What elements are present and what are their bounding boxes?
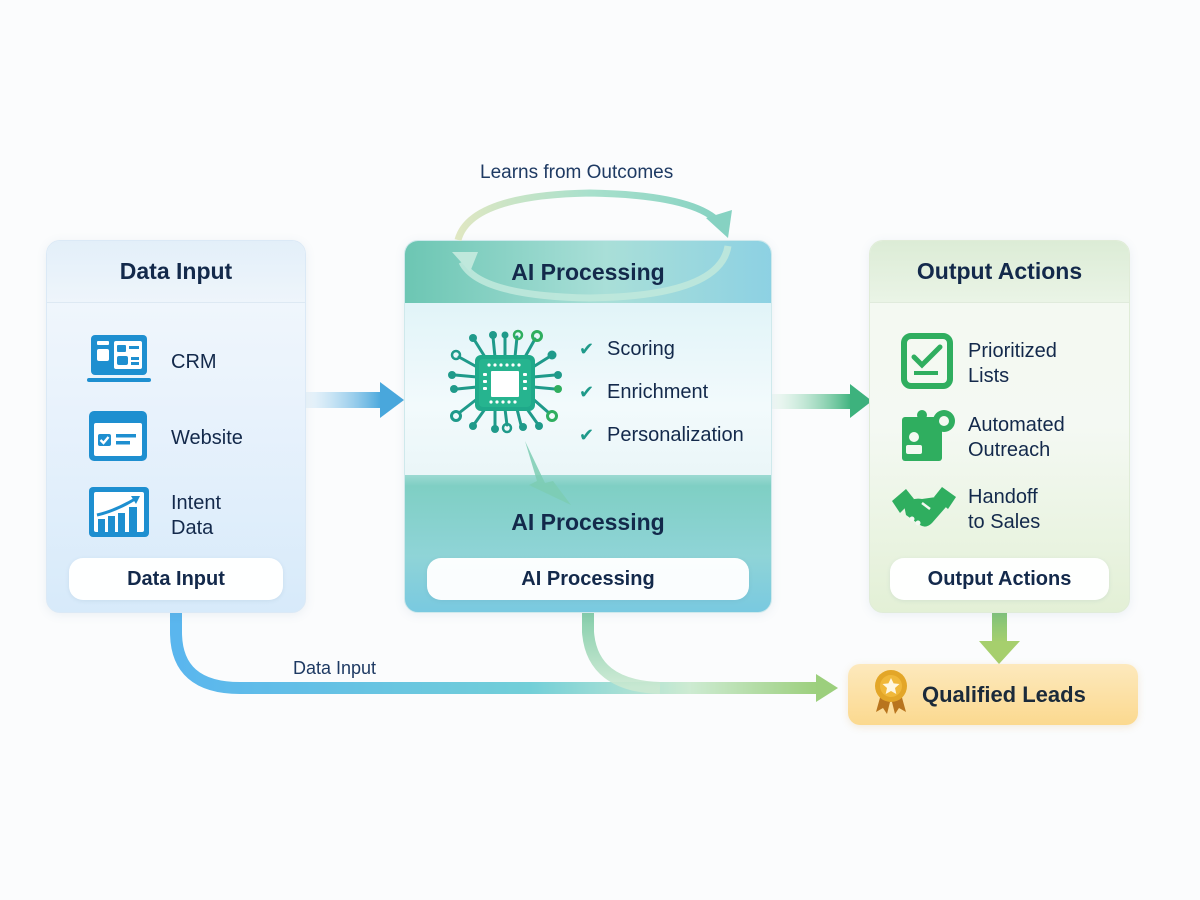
checkmark-icon: ✔ <box>579 382 595 402</box>
ai-processing-lower-title: AI Processing <box>511 509 665 535</box>
output-item-automated-outreach: Automated Outreach <box>900 407 1065 468</box>
input-item-crm: CRM <box>87 333 217 392</box>
website-form-icon <box>87 409 151 468</box>
input-item-label: Website <box>171 427 243 449</box>
input-item-intent-data: Intent Data <box>87 485 221 546</box>
arrow-bottom-flow <box>170 613 838 702</box>
ai-check-item-scoring: ✔ Scoring <box>579 338 675 360</box>
output-item-handoff: Handoff to Sales <box>892 481 1040 538</box>
input-item-label: Intent Data <box>171 491 222 539</box>
qualified-leads-box: Qualified Leads <box>848 664 1138 725</box>
output-item-label: Automated Outreach <box>968 413 1065 461</box>
ai-chip-icon <box>445 327 565 444</box>
input-item-website: Website <box>87 409 243 468</box>
checkmark-icon: ✔ <box>579 425 595 445</box>
output-actions-footer: Output Actions <box>890 558 1109 600</box>
output-actions-panel: Output Actions Prioritized Lists <box>869 240 1130 613</box>
checkmark-icon: ✔ <box>579 339 595 359</box>
arrow-input-to-ai <box>290 382 404 418</box>
qualified-leads-label: Qualified Leads <box>922 681 1086 707</box>
arrow-output-to-qualified <box>979 613 1020 664</box>
feedback-loop-label: Learns from Outcomes <box>480 162 674 183</box>
automation-person-gear-icon <box>900 407 956 468</box>
award-ribbon-icon <box>872 668 910 721</box>
output-item-label: Handoff to Sales <box>968 485 1041 533</box>
data-input-panel: Data Input CRM <box>46 240 306 613</box>
inner-process-arrow <box>525 441 571 505</box>
output-item-label: Prioritized Lists <box>968 339 1057 387</box>
data-input-title: Data Input <box>47 241 305 303</box>
growth-chart-icon <box>87 485 151 546</box>
ai-processing-panel: AI Processing <box>404 240 772 613</box>
output-actions-title: Output Actions <box>870 241 1129 303</box>
ai-processing-title: AI Processing <box>405 241 771 303</box>
arrow-ai-to-output <box>760 384 872 418</box>
data-input-footer: Data Input <box>69 558 283 600</box>
handshake-icon <box>892 481 956 538</box>
checklist-icon <box>900 333 956 394</box>
ai-check-item-personalization: ✔ Personalization <box>579 424 744 446</box>
ai-check-item-enrichment: ✔ Enrichment <box>579 381 709 403</box>
bottom-flow-label: Data Input <box>293 658 377 678</box>
crm-laptop-icon <box>87 333 151 392</box>
input-item-label: CRM <box>171 351 217 373</box>
arrow-ai-merge <box>582 613 661 694</box>
ai-processing-footer: AI Processing <box>427 558 749 600</box>
output-item-prioritized-lists: Prioritized Lists <box>900 333 1057 394</box>
